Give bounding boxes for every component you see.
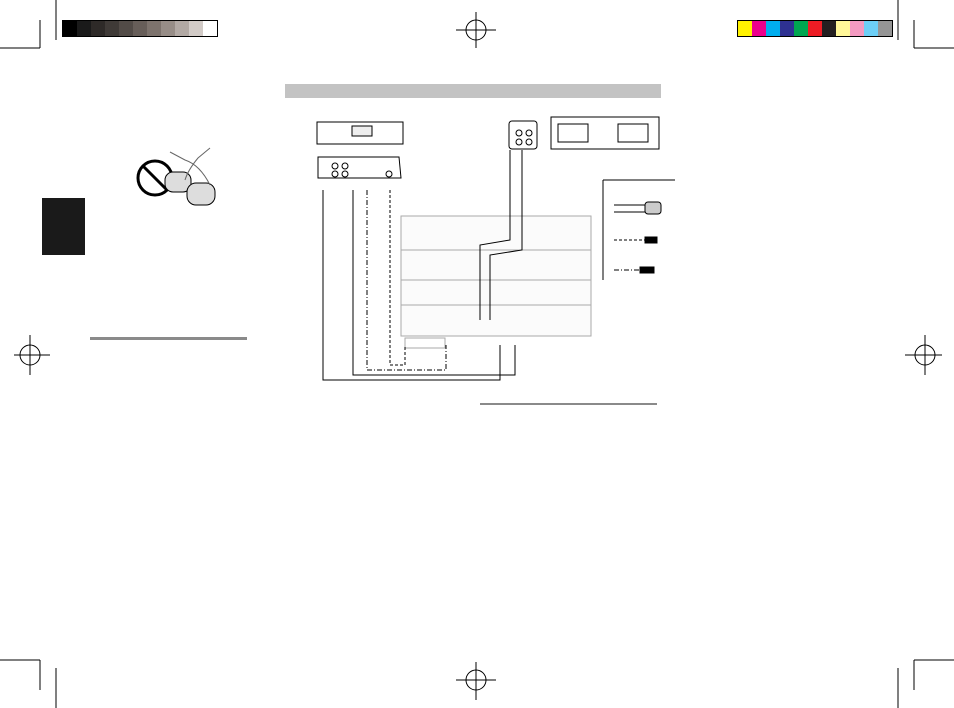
color-swatch bbox=[766, 21, 780, 36]
receiver-rear-panel-illustration bbox=[400, 215, 592, 349]
registration-target-bottom bbox=[456, 662, 496, 700]
color-swatch bbox=[752, 21, 766, 36]
gray-swatch bbox=[161, 21, 175, 36]
grayscale-calibration-bar bbox=[62, 20, 218, 37]
gray-swatch bbox=[203, 21, 217, 36]
color-swatch bbox=[738, 21, 752, 36]
color-swatch bbox=[836, 21, 850, 36]
registration-target-top bbox=[456, 12, 496, 48]
gray-swatch bbox=[119, 21, 133, 36]
color-swatch bbox=[808, 21, 822, 36]
color-swatch bbox=[780, 21, 794, 36]
prohibited-wiring-illustration bbox=[136, 147, 216, 206]
registration-target-right bbox=[905, 335, 942, 375]
registration-marks bbox=[14, 12, 942, 700]
color-swatch bbox=[864, 21, 878, 36]
connection-diagram bbox=[316, 116, 675, 381]
color-swatch bbox=[850, 21, 864, 36]
section-header-bar bbox=[285, 84, 661, 98]
divider-left bbox=[90, 337, 247, 340]
gray-swatch bbox=[63, 21, 77, 36]
cd-player-illustration bbox=[316, 121, 404, 179]
divider-right bbox=[480, 403, 657, 405]
cables bbox=[322, 150, 523, 381]
gray-swatch bbox=[105, 21, 119, 36]
registration-target-left bbox=[14, 335, 50, 375]
gray-swatch bbox=[175, 21, 189, 36]
color-swatch bbox=[822, 21, 836, 36]
color-swatch bbox=[794, 21, 808, 36]
legend-box bbox=[602, 179, 675, 280]
language-tab bbox=[42, 198, 85, 255]
color-calibration-bar bbox=[737, 20, 893, 37]
gray-swatch bbox=[133, 21, 147, 36]
gray-swatch bbox=[91, 21, 105, 36]
gray-swatch bbox=[147, 21, 161, 36]
gray-swatch bbox=[189, 21, 203, 36]
cassette-deck-illustration bbox=[508, 116, 660, 150]
gray-swatch bbox=[77, 21, 91, 36]
color-swatch bbox=[878, 21, 892, 36]
